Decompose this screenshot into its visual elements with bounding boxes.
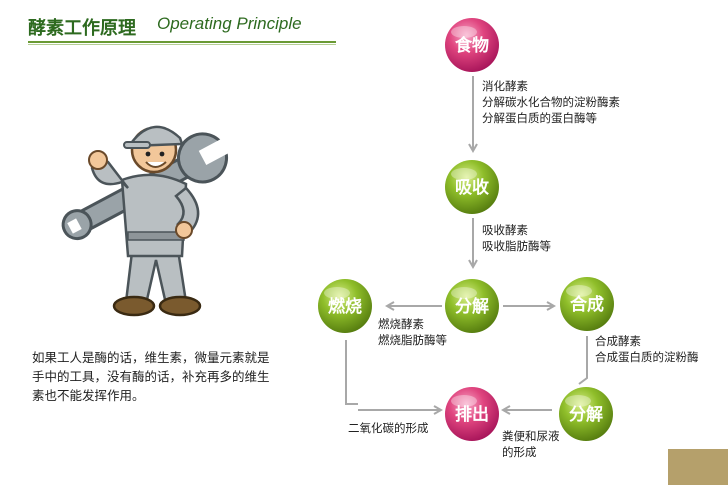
annotation-burn: 燃烧酵素 燃烧脂肪酶等: [378, 316, 447, 348]
worker-with-wrench-icon: [61, 125, 233, 317]
header-divider: [28, 41, 336, 43]
description-line: 如果工人是酶的话，维生素，微量元素就是: [32, 350, 270, 365]
node-decompose-waste: 分解: [559, 387, 613, 441]
annotation-synthesize: 合成酵素 合成蛋白质的淀粉酶: [595, 333, 699, 365]
node-excrete-label: 排出: [455, 404, 489, 425]
page-header: 酵素工作原理 Operating Principle: [28, 8, 338, 45]
node-food: 食物: [445, 18, 499, 72]
annotation-line: 燃烧酵素: [378, 317, 424, 331]
description-line: 手中的工具，没有酶的话，补充再多的维生: [32, 369, 270, 384]
description-line: 素也不能发挥作用。: [32, 388, 145, 403]
description-text: 如果工人是酶的话，维生素，微量元素就是 手中的工具，没有酶的话，补充再多的维生 …: [32, 348, 314, 405]
annotation-digest: 消化酵素 分解碳水化合物的淀粉酶素 分解蛋白质的蛋白酶等: [482, 78, 620, 126]
node-food-label: 食物: [455, 35, 489, 56]
page-subtitle: Operating Principle: [157, 14, 302, 33]
node-decompose: 分解: [445, 279, 499, 333]
annotation-waste: 粪便和尿液 的形成: [502, 428, 560, 460]
annotation-line: 消化酵素: [482, 79, 528, 93]
corner-block: [668, 449, 728, 485]
annotation-line: 粪便和尿液: [502, 429, 560, 443]
node-synthesize: 合成: [560, 277, 614, 331]
annotation-line: 燃烧脂肪酶等: [378, 333, 447, 347]
annotation-line: 吸收脂肪酶等: [482, 239, 551, 253]
node-burn: 燃烧: [318, 279, 372, 333]
annotation-line: 分解蛋白质的蛋白酶等: [482, 111, 597, 125]
annotation-line: 合成酵素: [595, 334, 641, 348]
node-decompose-label: 分解: [455, 296, 489, 317]
annotation-line: 分解碳水化合物的淀粉酶素: [482, 95, 620, 109]
header-divider-light: [28, 44, 336, 45]
page-title: 酵素工作原理: [28, 18, 136, 39]
annotation-line: 吸收酵素: [482, 223, 528, 237]
annotation-absorb: 吸收酵素 吸收脂肪酶等: [482, 222, 551, 254]
annotation-co2: 二氧化碳的形成: [348, 420, 429, 436]
annotation-line: 合成蛋白质的淀粉酶: [595, 350, 699, 364]
annotation-line: 的形成: [502, 445, 537, 459]
annotation-line: 二氧化碳的形成: [348, 421, 429, 435]
node-absorb: 吸收: [445, 160, 499, 214]
node-burn-label: 燃烧: [328, 296, 362, 317]
node-synthesize-label: 合成: [570, 294, 604, 315]
node-excrete: 排出: [445, 387, 499, 441]
node-decompose-waste-label: 分解: [569, 404, 603, 425]
flow-arrows: [345, 76, 588, 410]
node-absorb-label: 吸收: [455, 177, 489, 198]
